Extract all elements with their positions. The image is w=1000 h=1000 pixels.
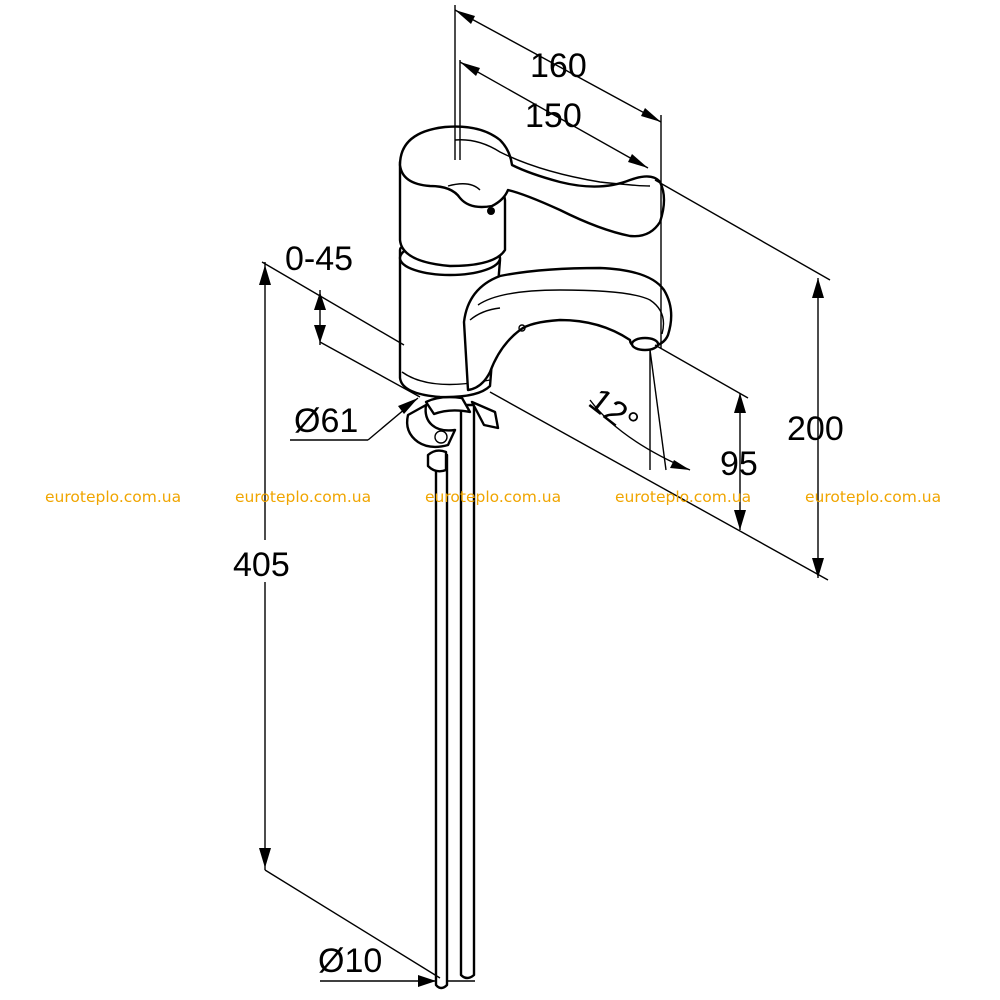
dim-overall-height: 200 (489, 179, 844, 581)
dim-label-d10: Ø10 (318, 942, 382, 980)
dim-label-0-45: 0-45 (285, 240, 353, 278)
watermark-5: euroteplo.com.ua (805, 488, 941, 506)
dim-pipe-diameter: Ø10 (318, 942, 475, 987)
dim-base-diameter: Ø61 (290, 397, 419, 441)
dim-label-150: 150 (525, 97, 582, 135)
dim-overall-width: 160 (454, 5, 662, 348)
watermark-4: euroteplo.com.ua (615, 488, 751, 506)
watermark-3: euroteplo.com.ua (425, 488, 561, 506)
dim-label-d61: Ø61 (294, 402, 358, 440)
supply-pipes (434, 403, 476, 990)
dim-label-160: 160 (530, 47, 587, 85)
faucet-assembly (398, 125, 673, 990)
dim-label-12deg: 12° (582, 381, 646, 443)
dim-spout-height: 95 (654, 344, 758, 530)
watermark-row: euroteplo.com.ua euroteplo.com.ua eurote… (45, 488, 941, 506)
dim-supply-length: 405 (232, 262, 441, 979)
dim-label-405: 405 (233, 546, 290, 584)
dim-label-200: 200 (787, 410, 844, 448)
watermark-2: euroteplo.com.ua (235, 488, 371, 506)
spout (462, 266, 673, 392)
lever-handle (398, 125, 666, 268)
dim-handle-reach: 150 (459, 60, 649, 169)
watermark-1: euroteplo.com.ua (45, 488, 181, 506)
dim-label-95: 95 (720, 445, 758, 483)
mounting-clamp (405, 395, 500, 473)
dim-deck-thickness: 0-45 (261, 240, 421, 398)
